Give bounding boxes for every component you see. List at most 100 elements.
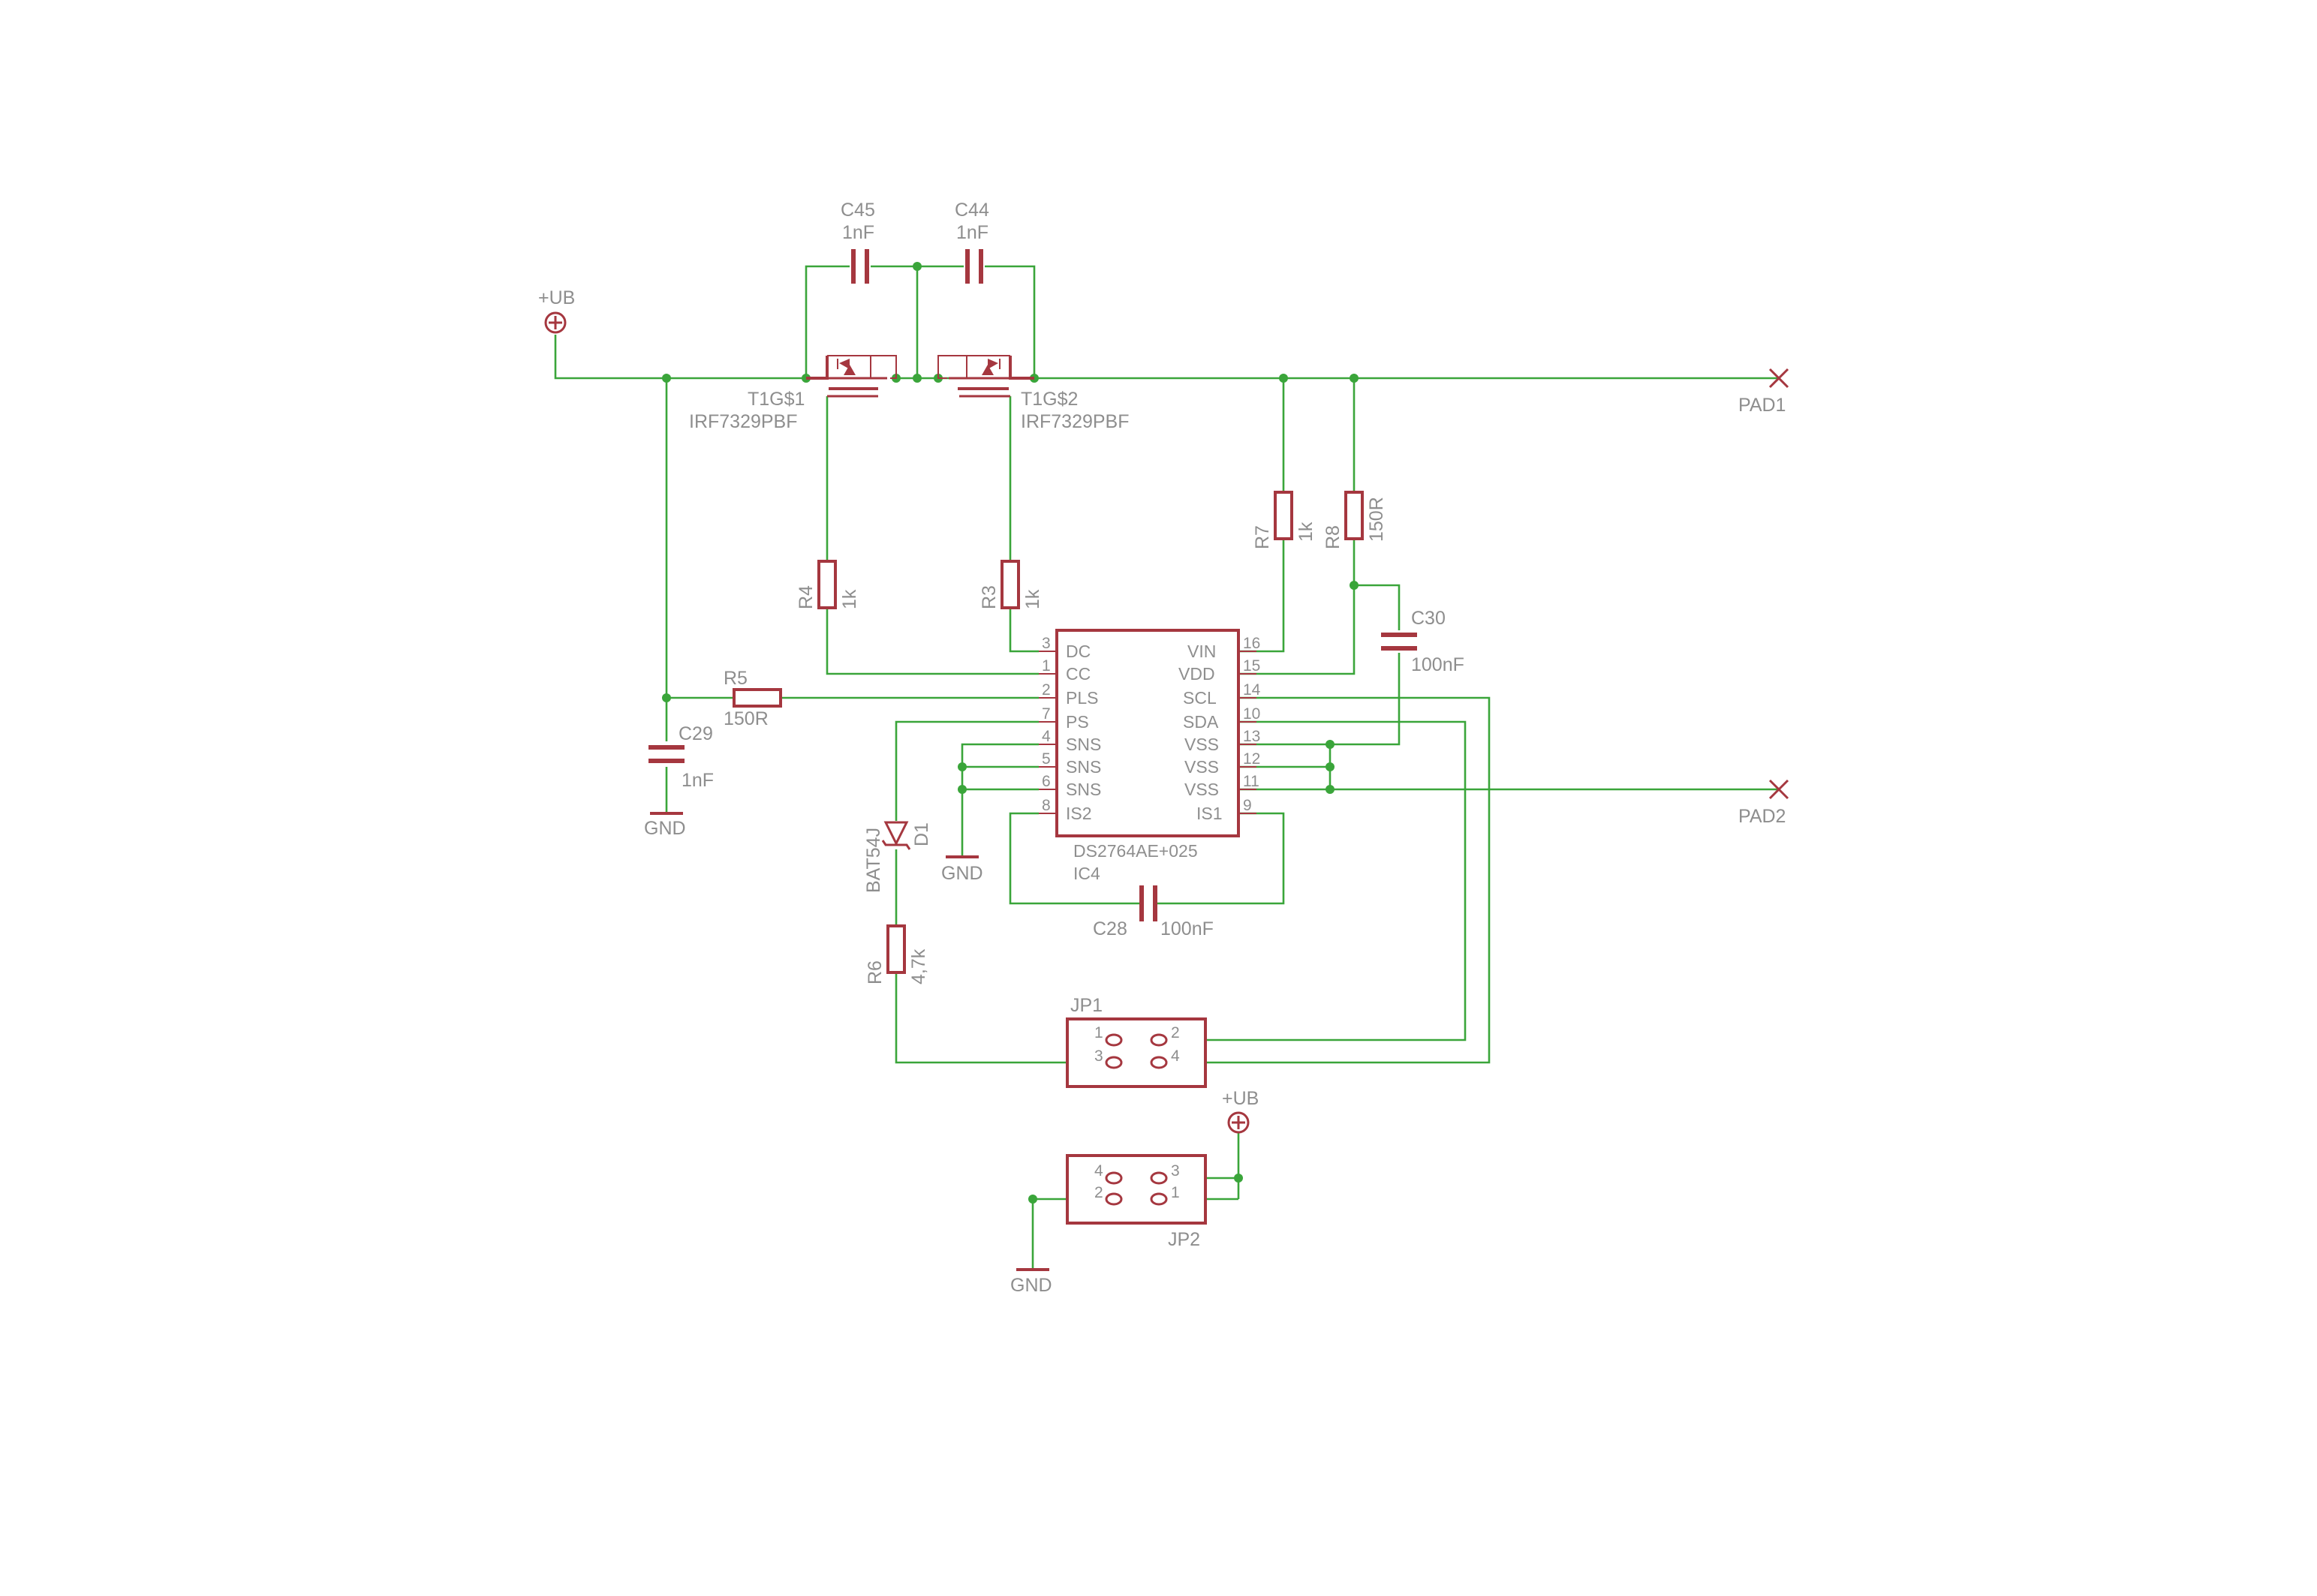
jp2-pin-2	[1105, 1192, 1123, 1206]
wire-r8-vdd	[1238, 540, 1356, 675]
jp1-pin-3	[1105, 1056, 1123, 1069]
pad2-label: PAD2	[1738, 806, 1786, 827]
jp2-pin-1	[1150, 1192, 1168, 1206]
d1-bar	[881, 840, 911, 850]
c45-name: C45	[841, 200, 875, 221]
gnd-jp2-symbol: GND	[1010, 1268, 1052, 1296]
junction-cap-mid	[913, 374, 922, 383]
wire-jp2-ub	[1205, 1133, 1240, 1180]
ic4-pin-num: 8	[1042, 797, 1051, 814]
ic4-pin-num: 6	[1042, 773, 1051, 790]
ic4-pin-name: SNS	[1066, 780, 1101, 799]
t1g1-arrow-icon	[844, 365, 856, 375]
r7-body	[1274, 491, 1293, 540]
wire-r6-jp1	[895, 972, 1067, 1064]
wire-jp2-gnd	[1031, 1198, 1067, 1268]
t1g1-diode-icon	[839, 359, 850, 369]
jp1-pin-1-label: 1	[1094, 1024, 1103, 1041]
wire-c44-right	[985, 265, 1036, 378]
wire-sda-jp1	[1205, 720, 1467, 1041]
ic4-pin-name: DC	[1066, 642, 1091, 661]
r7-value: 1k	[1295, 521, 1316, 542]
ub-jp2-label: +UB	[1222, 1088, 1259, 1109]
ic4-pin-num: 10	[1243, 705, 1260, 723]
r8-name: R8	[1322, 525, 1344, 549]
r8-body	[1344, 491, 1364, 540]
ic4-pin-name: SNS	[1066, 757, 1101, 777]
ic4-body	[1055, 629, 1240, 837]
ic4-pin-num: 13	[1243, 728, 1260, 745]
ic4-pin-num: 9	[1243, 797, 1252, 814]
ic4-pin-name: VDD	[1178, 664, 1215, 684]
t1g2-source-lead	[1009, 356, 1034, 380]
ic4-pin-name: IS1	[1196, 804, 1223, 823]
junction-vss-12	[1326, 762, 1335, 771]
pad2: PAD2	[1738, 779, 1789, 827]
ic4-pin-name: PLS	[1066, 688, 1098, 708]
ic4-pin-num: 11	[1243, 773, 1259, 790]
ic4-pin-name: CC	[1066, 664, 1091, 684]
r8: R8 150R	[1322, 491, 1387, 549]
r6-value: 4,7k	[908, 948, 929, 984]
junction-sns-5	[958, 762, 967, 771]
pad1-label: PAD1	[1738, 395, 1786, 416]
jp1-name: JP1	[1070, 995, 1103, 1016]
c44: C44 1nF	[955, 200, 989, 284]
ic4-pin-name: VIN	[1187, 642, 1216, 661]
jp2-pin-1-label: 1	[1171, 1184, 1180, 1201]
jp1-pin-4-label: 4	[1171, 1047, 1180, 1065]
junction-sns-6	[958, 785, 967, 794]
c30-name: C30	[1411, 608, 1446, 629]
wire-c45-left	[805, 265, 850, 378]
jp1-pin-3-label: 3	[1094, 1047, 1103, 1065]
t1g2-diode-icon	[988, 359, 998, 369]
junction-r8-c30	[1350, 581, 1359, 590]
ic4-pin-name: SDA	[1183, 712, 1219, 732]
gnd-ic-label: GND	[941, 863, 983, 884]
c29: C29 1nF	[648, 723, 714, 791]
t1g2-arrow-icon	[982, 365, 994, 375]
c30-value: 100nF	[1411, 654, 1464, 675]
d1-diode: D1 BAT54J	[863, 821, 932, 893]
gnd-c29-label: GND	[644, 818, 686, 839]
ic4-pin-num: 1	[1042, 657, 1051, 675]
r4: R4 1k	[796, 560, 860, 609]
ic4-pin-name: VSS	[1184, 735, 1219, 754]
gnd-jp2-label: GND	[1010, 1275, 1052, 1296]
wire-sns-gnd	[961, 743, 1039, 855]
c45: C45 1nF	[841, 200, 875, 284]
t1g2-name: T1G$2	[1021, 389, 1078, 410]
t1g2-value: IRF7329PBF	[1021, 411, 1130, 432]
ic4-pin-num: 15	[1243, 657, 1260, 675]
jp1-header: 1 2 3 4 JP1	[1066, 995, 1207, 1088]
jp1-pin-2	[1150, 1033, 1168, 1047]
c29-name: C29	[679, 723, 713, 744]
r3-value: 1k	[1022, 589, 1043, 609]
jp2-pin-4-label: 4	[1094, 1162, 1103, 1180]
junction-jp2-ub	[1234, 1174, 1243, 1183]
c44-name: C44	[955, 200, 989, 221]
ic4-pin-name: PS	[1066, 712, 1089, 732]
wire-r8-c30	[1354, 584, 1401, 630]
r6-body	[886, 924, 906, 974]
pad1: PAD1	[1738, 368, 1789, 416]
ic4-pin-num: 7	[1042, 705, 1051, 723]
r4-value: 1k	[839, 589, 860, 609]
ic4-pin-name: SNS	[1066, 735, 1101, 754]
r7: R7 1k	[1252, 491, 1316, 549]
ic4-pin-name: SCL	[1183, 688, 1217, 708]
wire-ps-d1	[895, 720, 1039, 821]
jp1-pin-1	[1105, 1033, 1123, 1047]
wire-scl-jp1	[1205, 696, 1491, 1064]
c45-value: 1nF	[842, 222, 874, 243]
ic4-pin-name: VSS	[1184, 757, 1219, 777]
ic4-value: DS2764AE+025	[1073, 841, 1198, 861]
r6: R6 4,7k	[865, 924, 929, 984]
ic4-pin-num: 12	[1243, 750, 1260, 768]
c30: C30 100nF	[1381, 608, 1464, 675]
junction-jp2-gnd	[1028, 1195, 1037, 1204]
wires	[554, 265, 1779, 1268]
ic4-pin-num: 16	[1243, 635, 1260, 652]
ub-jp2-circle-icon	[1227, 1111, 1250, 1134]
